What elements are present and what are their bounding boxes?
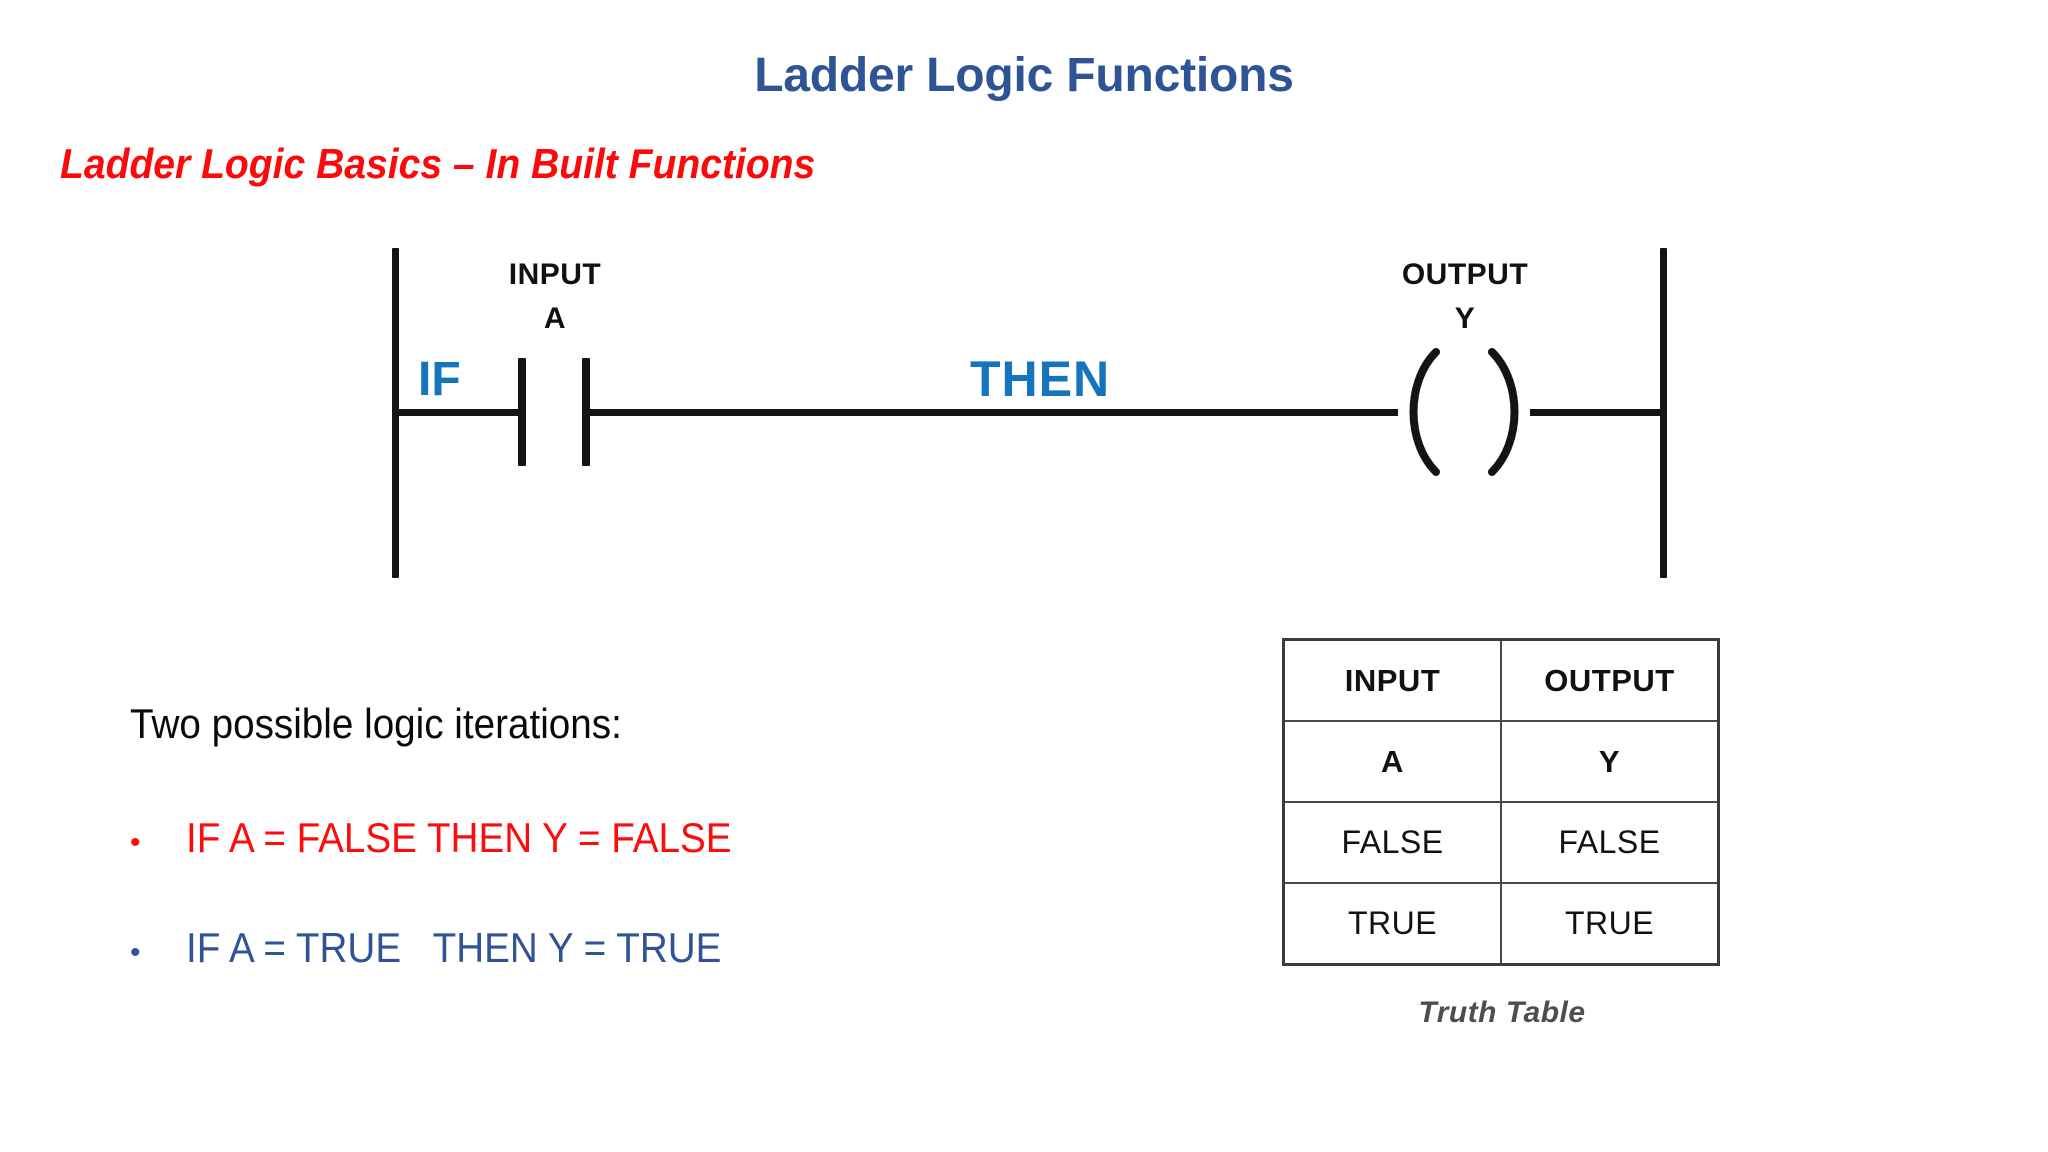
normally-open-contact-icon	[582, 358, 590, 466]
table-cell: FALSE	[1500, 801, 1720, 884]
table-cell: TRUE	[1282, 882, 1502, 966]
section-subtitle: Ladder Logic Basics – In Built Functions	[60, 140, 816, 187]
truth-table-block: INPUT OUTPUT A Y FALSE FALSE TRUE TRUE T…	[1282, 638, 1722, 1030]
truth-table: INPUT OUTPUT A Y FALSE FALSE TRUE TRUE	[1282, 638, 1720, 966]
table-row: INPUT OUTPUT	[1282, 638, 1720, 722]
body-text-block: Two possible logic iterations: • IF A = …	[130, 700, 1030, 972]
if-keyword-label: IF	[418, 353, 461, 406]
output-terminal-label: OUTPUT	[1401, 258, 1529, 291]
page-title: Ladder Logic Functions	[754, 49, 1294, 102]
truth-table-caption: Truth Table	[1418, 996, 1586, 1029]
output-coil-icon	[1390, 346, 1538, 478]
bullet-icon: •	[130, 936, 141, 969]
table-cell-variable-output: Y	[1500, 720, 1720, 803]
intro-line: Two possible logic iterations:	[130, 700, 622, 747]
table-cell: TRUE	[1500, 882, 1720, 966]
table-header-output: OUTPUT	[1500, 638, 1720, 722]
table-cell: FALSE	[1282, 801, 1502, 884]
table-header-input: INPUT	[1282, 638, 1502, 722]
bullet-text: IF A = TRUE THEN Y = TRUE	[186, 924, 722, 971]
rung-segment-left	[392, 409, 524, 416]
table-cell-variable-input: A	[1282, 720, 1502, 803]
table-row: TRUE TRUE	[1282, 882, 1720, 966]
normally-open-contact-icon	[518, 358, 526, 466]
table-row: FALSE FALSE	[1282, 801, 1720, 884]
table-row: A Y	[1282, 720, 1720, 803]
bullet-icon: •	[130, 826, 141, 859]
ladder-diagram: INPUT A OUTPUT Y IF THEN	[330, 230, 1750, 590]
input-terminal-label: INPUT	[508, 258, 602, 291]
list-item: • IF A = FALSE THEN Y = FALSE	[130, 814, 1030, 862]
rung-segment-right	[1530, 409, 1667, 416]
output-variable-label: Y	[1454, 302, 1476, 335]
input-variable-label: A	[543, 302, 567, 335]
list-item: • IF A = TRUE THEN Y = TRUE	[130, 924, 1030, 972]
bullet-text: IF A = FALSE THEN Y = FALSE	[186, 814, 732, 861]
rung-segment-middle	[588, 409, 1398, 416]
then-keyword-label: THEN	[970, 351, 1111, 407]
